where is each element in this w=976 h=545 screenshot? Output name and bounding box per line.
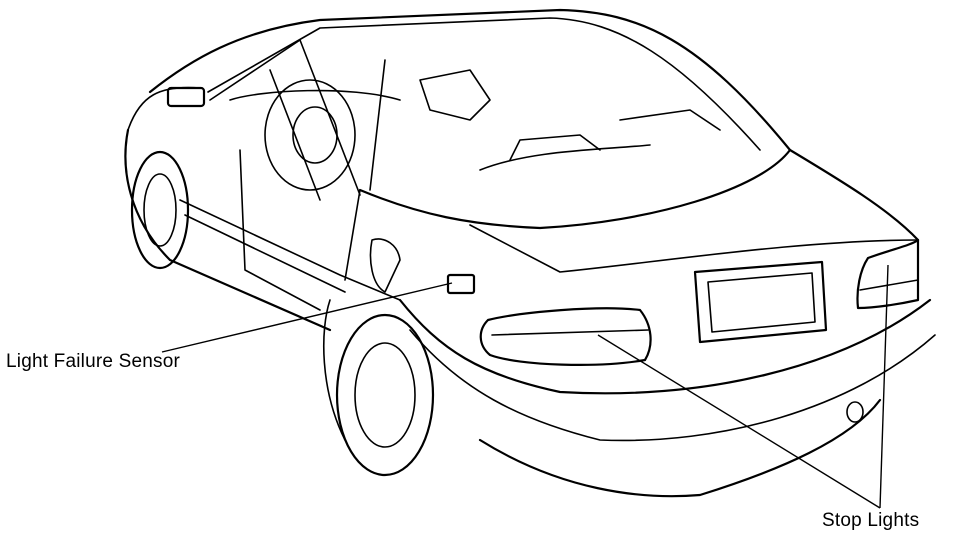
car-body-outline: [124, 8, 936, 498]
sensor-leader-line: [161, 282, 453, 353]
sensor-box: [446, 273, 476, 295]
right-stop-light-leader-line: [879, 264, 889, 509]
left-stop-light-leader-line: [597, 334, 881, 509]
leader-lines: [161, 264, 889, 509]
light-failure-sensor-label: Light Failure Sensor: [6, 351, 181, 372]
stop-lights-label: Stop Lights: [822, 510, 920, 531]
